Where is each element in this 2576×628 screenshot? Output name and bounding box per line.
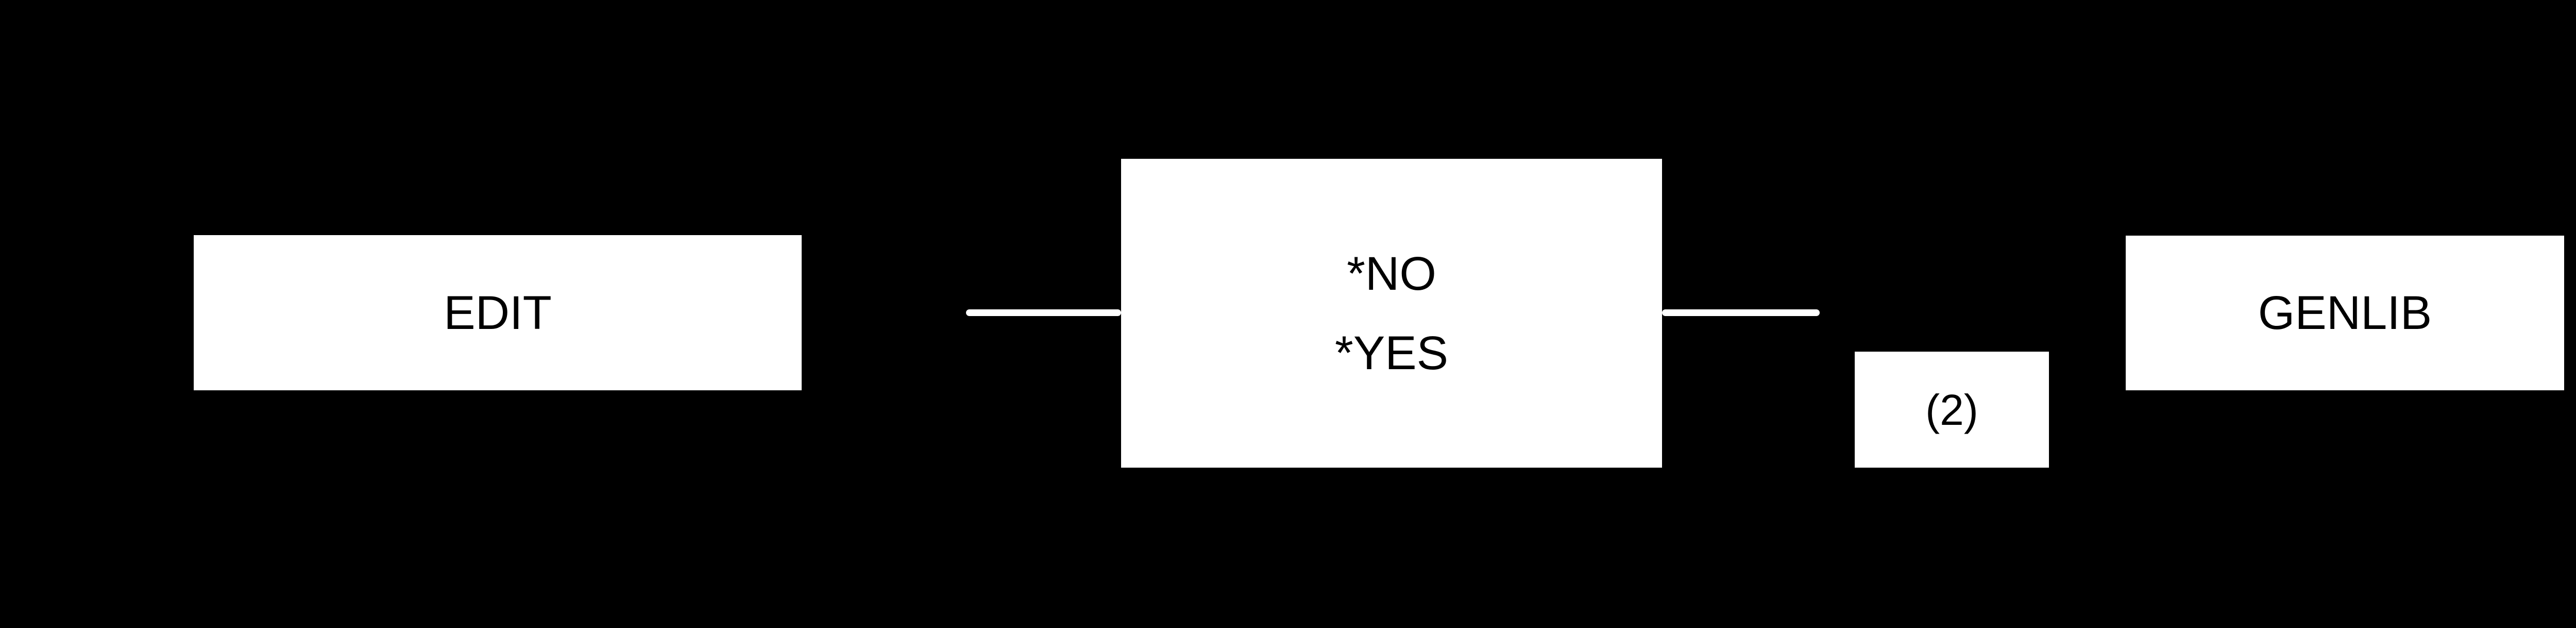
node-edit-mode-option-yes: *YES: [1335, 326, 1448, 379]
node-edit-label: EDIT: [444, 286, 552, 339]
connector-edit-mode-to-note: [1662, 309, 1820, 316]
node-genlib: GENLIB: [2126, 236, 2564, 390]
connector-edit-to-edit-mode: [966, 309, 1121, 316]
node-footnote-marker: (2): [1855, 352, 2049, 468]
node-genlib-label: GENLIB: [2258, 287, 2432, 339]
node-footnote-marker-label: (2): [1925, 385, 1978, 434]
node-edit-mode-values: *NO *YES: [1121, 159, 1662, 468]
node-edit-mode-option-no: *NO: [1347, 247, 1436, 300]
node-edit: EDIT: [194, 235, 802, 390]
